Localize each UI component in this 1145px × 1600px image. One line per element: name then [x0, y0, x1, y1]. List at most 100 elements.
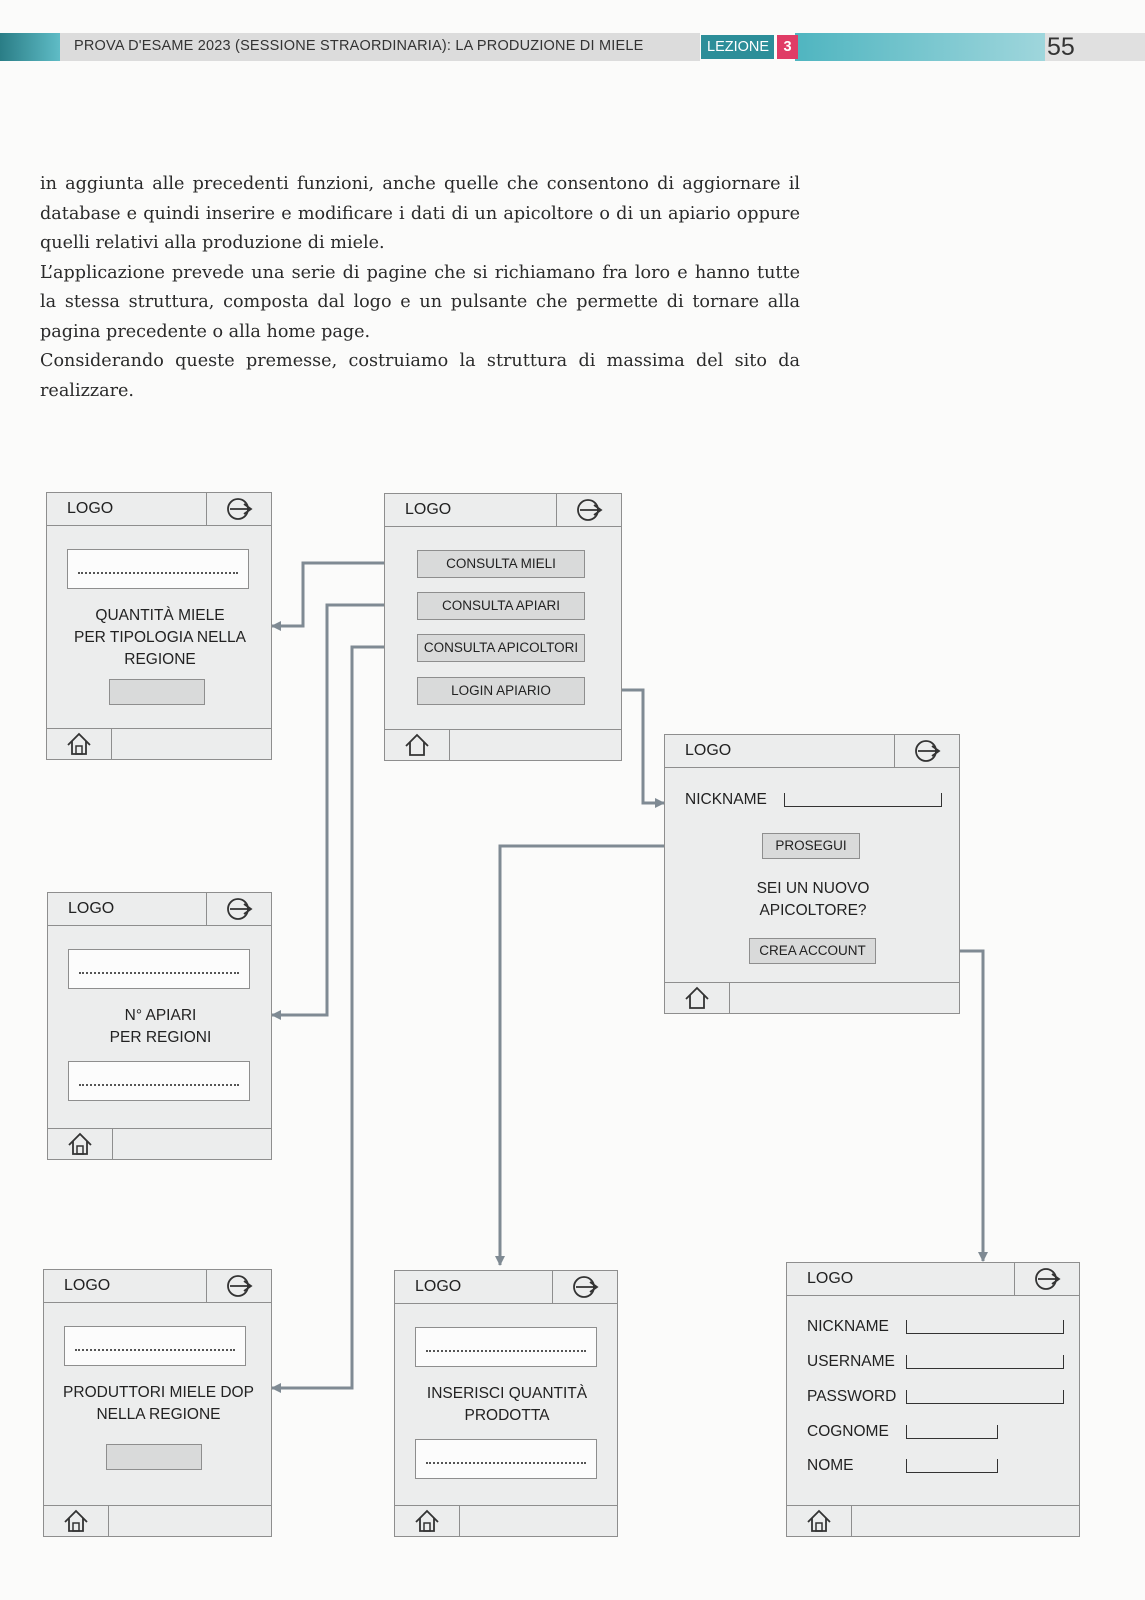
- numero-apiari-label: N° APIARI PER REGIONI: [48, 1005, 273, 1049]
- consulta-apiari-button: CONSULTA APIARI: [417, 592, 585, 620]
- home-icon: [385, 730, 450, 760]
- select-field: [68, 949, 250, 989]
- username-input-line: [906, 1355, 1064, 1369]
- login-apiario-button: LOGIN APIARIO: [417, 677, 585, 705]
- wireframe-footer: [48, 1128, 271, 1159]
- lesson-number-badge: 3: [777, 35, 798, 59]
- nickname-input-line: [906, 1320, 1064, 1334]
- header-band-end: [1045, 33, 1145, 61]
- wireframe-footer: [44, 1505, 271, 1536]
- wireframe-header: LOGO: [48, 893, 271, 926]
- label-line: APICOLTORE?: [759, 902, 867, 919]
- dotted-line: [79, 972, 239, 974]
- logo-placeholder: LOGO: [67, 500, 114, 517]
- dotted-line: [78, 572, 238, 574]
- produttori-dop-label: PRODUTTORI MIELE DOP NELLA REGIONE: [44, 1382, 273, 1426]
- page-header-band: [0, 33, 1145, 61]
- consulta-apicoltori-button: CONSULTA APICOLTORI: [417, 634, 585, 662]
- cognome-input-line: [906, 1425, 998, 1439]
- dotted-line: [426, 1462, 586, 1464]
- nome-label: NOME: [807, 1457, 854, 1474]
- exit-icon: [206, 893, 271, 925]
- paragraph: Considerando queste premesse, costruiamo…: [40, 351, 800, 401]
- dotted-line: [75, 1349, 235, 1351]
- label-line: PER TIPOLOGIA NELLA: [73, 629, 246, 646]
- username-label: USERNAME: [807, 1353, 895, 1370]
- label-line: SEI UN NUOVO: [756, 880, 870, 897]
- exit-icon: [1014, 1263, 1079, 1295]
- crea-account-button: CREA ACCOUNT: [749, 938, 876, 964]
- password-input-line: [906, 1390, 1064, 1404]
- wireframe-header: LOGO: [787, 1263, 1079, 1296]
- nome-input-line: [906, 1459, 998, 1473]
- wireframe-footer: [385, 729, 621, 760]
- nuovo-apicoltore-label: SEI UN NUOVO APICOLTORE?: [665, 878, 961, 922]
- header-band-grey: [60, 33, 700, 61]
- cognome-label: COGNOME: [807, 1423, 889, 1440]
- wireframe-footer: [47, 728, 271, 759]
- wireframe-footer: [665, 982, 959, 1013]
- home-icon: [48, 1129, 113, 1159]
- nickname-label: NICKNAME: [807, 1318, 889, 1335]
- exit-icon: [552, 1271, 617, 1303]
- wireframe-inserisci-quantita: LOGO INSERISCI QUANTITÀ PRODOTTA: [394, 1270, 618, 1537]
- wireframe-crea-account: LOGO NICKNAME USERNAME PASSWORD COGNOME …: [786, 1262, 1080, 1537]
- consulta-mieli-button: CONSULTA MIELI: [417, 550, 585, 578]
- exit-icon: [556, 494, 621, 526]
- home-icon: [47, 729, 112, 759]
- page-number: 55: [1047, 33, 1075, 61]
- label-line: PER REGIONI: [109, 1029, 212, 1046]
- wireframe-header: LOGO: [395, 1271, 617, 1304]
- dotted-line: [79, 1084, 239, 1086]
- home-icon: [44, 1506, 109, 1536]
- wireframe-header: LOGO: [385, 494, 621, 527]
- label-line: PRODOTTA: [464, 1407, 550, 1424]
- wireframe-login: LOGO NICKNAME PROSEGUI SEI UN NUOVO APIC…: [664, 734, 960, 1014]
- logo-placeholder: LOGO: [807, 1270, 854, 1287]
- result-field: [68, 1061, 250, 1101]
- label-line: N° APIARI: [124, 1007, 197, 1024]
- label-line: NELLA REGIONE: [96, 1406, 221, 1423]
- result-box: [109, 679, 205, 705]
- home-icon: [665, 983, 730, 1013]
- wireframe-numero-apiari: LOGO N° APIARI PER REGIONI: [47, 892, 272, 1160]
- password-label: PASSWORD: [807, 1388, 897, 1405]
- home-icon: [787, 1506, 852, 1536]
- home-icon: [395, 1506, 460, 1536]
- logo-placeholder: LOGO: [405, 501, 452, 518]
- nickname-label: NICKNAME: [685, 791, 767, 808]
- result-box: [106, 1444, 202, 1470]
- logo-placeholder: LOGO: [68, 900, 115, 917]
- body-text: in aggiunta alle precedenti funzioni, an…: [40, 170, 800, 406]
- lesson-badge: LEZIONE: [701, 35, 775, 59]
- wireframe-header: LOGO: [47, 493, 271, 526]
- wireframe-header: LOGO: [44, 1270, 271, 1303]
- wireframe-produttori-dop: LOGO PRODUTTORI MIELE DOP NELLA REGIONE: [43, 1269, 272, 1537]
- wireframe-home: LOGO CONSULTA MIELI CONSULTA APIARI CONS…: [384, 493, 622, 761]
- running-head-title: PROVA D'ESAME 2023 (SESSIONE STRAORDINAR…: [74, 38, 644, 54]
- prosegui-button: PROSEGUI: [762, 833, 860, 859]
- connector-consulta-mieli: [271, 561, 418, 631]
- dotted-line: [426, 1350, 586, 1352]
- wireframe-header: LOGO: [665, 735, 959, 768]
- connector-consulta-apiari: [271, 603, 418, 1020]
- header-accent-left: [0, 33, 60, 61]
- label-line: INSERISCI QUANTITÀ: [426, 1385, 588, 1402]
- label-line: REGIONE: [124, 651, 196, 668]
- label-line: QUANTITÀ MIELE: [95, 607, 225, 624]
- inserisci-quantita-label: INSERISCI QUANTITÀ PRODOTTA: [395, 1383, 619, 1427]
- select-field: [415, 1327, 597, 1367]
- exit-icon: [894, 735, 959, 767]
- quantita-miele-label: QUANTITÀ MIELE PER TIPOLOGIA NELLA REGIO…: [47, 605, 273, 671]
- quantity-field: [415, 1439, 597, 1479]
- paragraph: in aggiunta alle precedenti funzioni, an…: [40, 174, 800, 253]
- select-field: [64, 1326, 246, 1366]
- wireframe-footer: [787, 1505, 1079, 1536]
- select-field: [67, 549, 249, 589]
- wireframe-quantita-miele: LOGO QUANTITÀ MIELE PER TIPOLOGIA NELLA …: [46, 492, 272, 760]
- logo-placeholder: LOGO: [415, 1278, 462, 1295]
- logo-placeholder: LOGO: [64, 1277, 111, 1294]
- exit-icon: [206, 493, 271, 525]
- nickname-input-line: [784, 793, 942, 807]
- paragraph: L’applicazione prevede una serie di pagi…: [40, 262, 800, 342]
